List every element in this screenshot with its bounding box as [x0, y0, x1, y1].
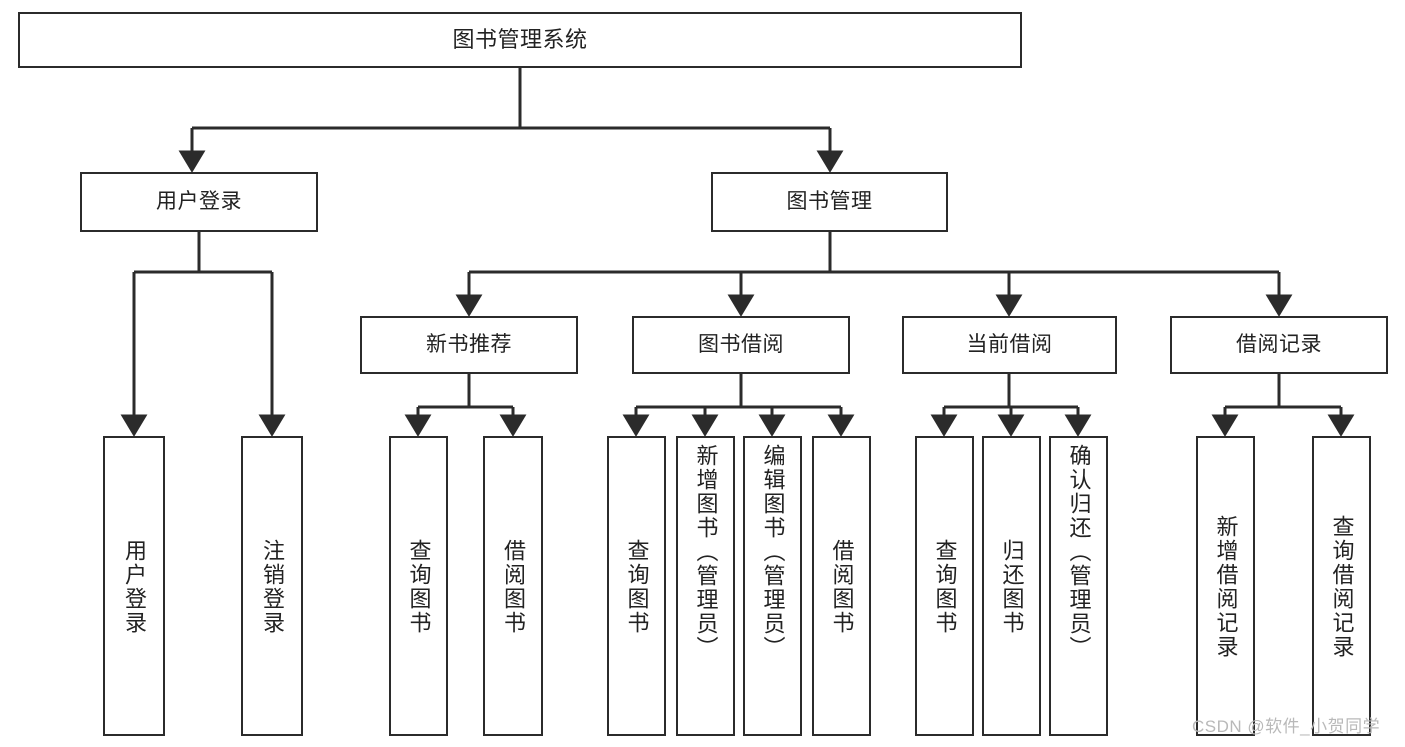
node-book-management[interactable]: 图书管理: [711, 172, 948, 232]
node-leaf-borrow-book[interactable]: 借阅图书: [812, 436, 871, 736]
node-leaf-query-book-current[interactable]: 查询图书: [915, 436, 974, 736]
node-label: 查询图书: [932, 539, 958, 635]
node-label: 编辑图书（管理员）: [760, 444, 786, 660]
node-label: 用户登录: [156, 190, 242, 214]
node-leaf-borrow-book-recommend[interactable]: 借阅图书: [483, 436, 543, 736]
node-label: 用户登录: [121, 539, 147, 635]
node-label: 借阅图书: [500, 539, 526, 635]
node-leaf-return-book[interactable]: 归还图书: [982, 436, 1041, 736]
node-leaf-user-logout[interactable]: 注销登录: [241, 436, 303, 736]
node-label: 新增借阅记录: [1213, 515, 1239, 659]
node-book-borrow[interactable]: 图书借阅: [632, 316, 850, 374]
node-leaf-query-book-recommend[interactable]: 查询图书: [389, 436, 448, 736]
node-user-login[interactable]: 用户登录: [80, 172, 318, 232]
node-label: 图书管理: [786, 190, 873, 214]
node-label: 归还图书: [999, 539, 1025, 635]
node-label: 确认归还（管理员）: [1066, 444, 1092, 660]
node-label: 借阅图书: [829, 539, 855, 635]
node-leaf-user-login[interactable]: 用户登录: [103, 436, 165, 736]
node-new-book-recommend[interactable]: 新书推荐: [360, 316, 578, 374]
node-leaf-query-book-borrow[interactable]: 查询图书: [607, 436, 666, 736]
node-label: 当前借阅: [966, 333, 1053, 357]
node-current-borrow[interactable]: 当前借阅: [902, 316, 1117, 374]
node-leaf-add-borrow-record[interactable]: 新增借阅记录: [1196, 436, 1255, 736]
node-label: 查询图书: [406, 539, 432, 635]
node-label: 查询图书: [624, 539, 650, 635]
node-borrow-record[interactable]: 借阅记录: [1170, 316, 1388, 374]
node-label: 新增图书（管理员）: [693, 444, 719, 660]
node-leaf-confirm-return-admin[interactable]: 确认归还（管理员）: [1049, 436, 1108, 736]
node-label: 借阅记录: [1236, 333, 1322, 357]
node-leaf-add-book-admin[interactable]: 新增图书（管理员）: [676, 436, 735, 736]
node-label: 查询借阅记录: [1329, 515, 1355, 659]
node-label: 图书借阅: [698, 333, 784, 357]
node-label: 注销登录: [259, 539, 285, 635]
node-root-system[interactable]: 图书管理系统: [18, 12, 1022, 68]
node-label: 图书管理系统: [452, 26, 588, 52]
node-leaf-query-borrow-record[interactable]: 查询借阅记录: [1312, 436, 1371, 736]
node-leaf-edit-book-admin[interactable]: 编辑图书（管理员）: [743, 436, 802, 736]
node-label: 新书推荐: [426, 333, 512, 357]
